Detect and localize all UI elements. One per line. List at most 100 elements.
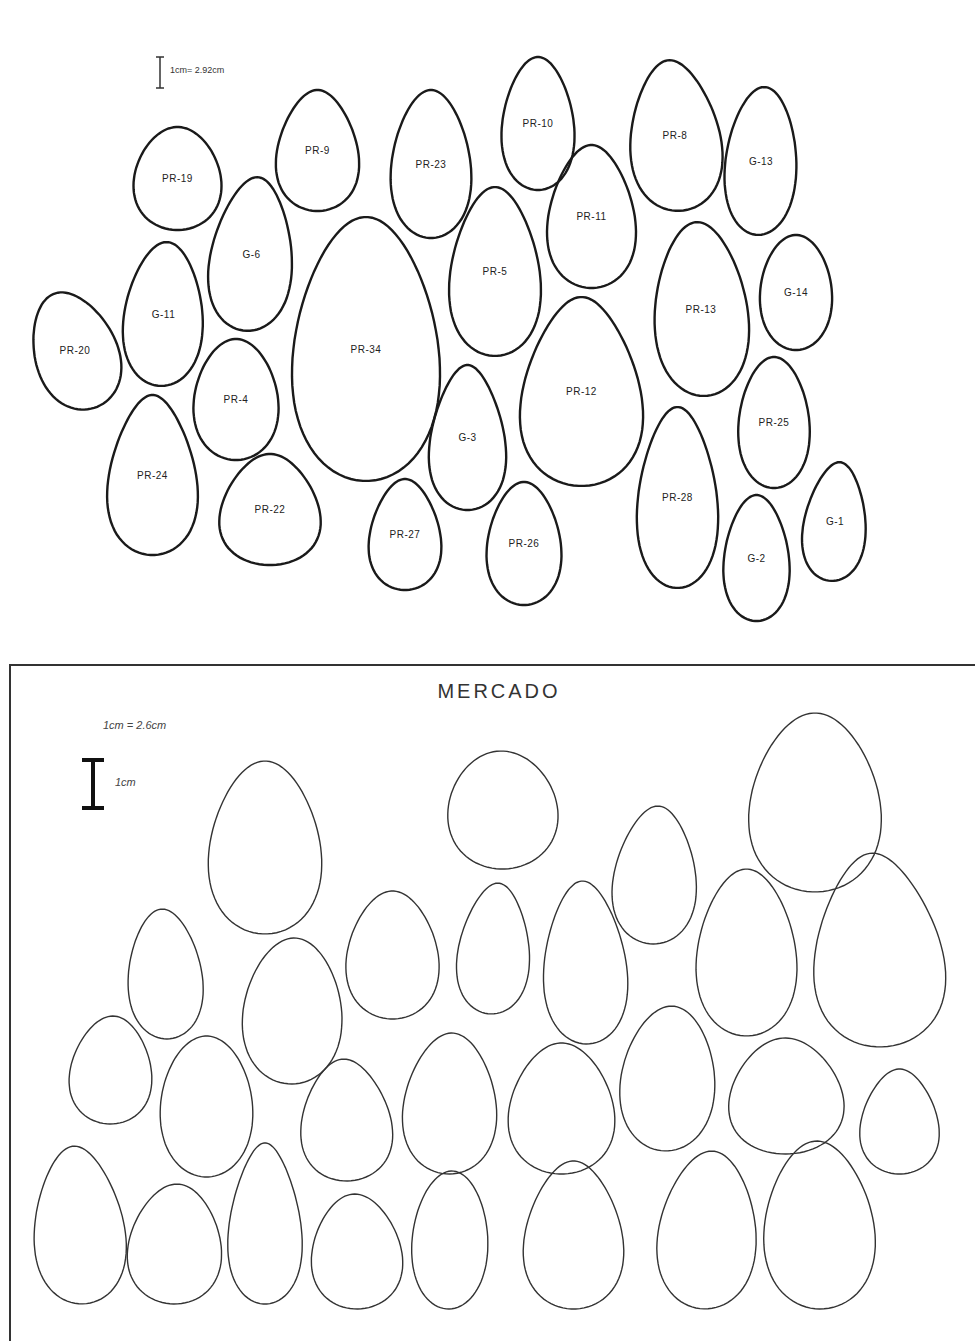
- seed-outline: PR-5: [445, 185, 545, 358]
- sample-code: PR-20: [60, 345, 91, 356]
- seed-outline: [523, 1161, 624, 1309]
- seed-outline: PR-25: [735, 355, 813, 490]
- seed-outline: [242, 938, 342, 1084]
- seed-outline: [228, 1143, 302, 1304]
- seed-outline: G-6: [206, 175, 297, 333]
- sample-code: PR-26: [509, 538, 540, 549]
- sample-code: PR-11: [576, 211, 606, 222]
- seed-outline: PR-20: [30, 288, 120, 413]
- seed-outline: [814, 853, 946, 1047]
- outline-path: [219, 454, 320, 565]
- outline-path: [208, 177, 292, 331]
- outline-path: [760, 235, 832, 350]
- sample-code: PR-24: [137, 470, 168, 481]
- seed-outline: PR-11: [543, 143, 640, 290]
- seed-outline: [620, 1006, 715, 1151]
- outline-path: [292, 217, 440, 481]
- seed-outline: [544, 881, 628, 1044]
- seed-outline: G-3: [425, 363, 510, 512]
- seed-outline: PR-28: [633, 405, 722, 590]
- seed-outline: G-1: [800, 460, 870, 583]
- sample-code: G-1: [826, 516, 844, 527]
- sample-code: G-3: [458, 432, 476, 443]
- scale-label: 1cm: [115, 776, 136, 788]
- sample-code: PR-4: [224, 394, 249, 405]
- sample-code: PR-22: [255, 504, 286, 515]
- outline-path: [391, 90, 472, 238]
- seed-outline: [448, 751, 558, 869]
- sample-code: G-11: [152, 309, 176, 320]
- seed-outline: [402, 1033, 496, 1174]
- seed-outline: PR-22: [215, 452, 325, 567]
- outline-path: [547, 145, 636, 288]
- outline-path: [369, 479, 442, 590]
- outline-path: [33, 292, 121, 409]
- outline-path: [276, 90, 359, 211]
- seed-outline: PR-19: [130, 125, 225, 232]
- seed-outline: [346, 891, 439, 1019]
- seed-outline: [612, 806, 696, 944]
- sample-code: PR-23: [416, 159, 447, 170]
- outline-path: [520, 297, 643, 486]
- seed-outline: [160, 1036, 253, 1177]
- sample-code: PR-13: [686, 304, 717, 315]
- sample-code: G-2: [747, 553, 765, 564]
- sample-code: PR-12: [566, 386, 597, 397]
- seed-outline: [69, 1016, 152, 1124]
- seed-outline: [764, 1141, 876, 1309]
- outline-path: [738, 357, 810, 488]
- outline-path: [655, 222, 750, 396]
- seed-outline: [128, 909, 203, 1039]
- seed-outline: [508, 1043, 615, 1174]
- sample-code: PR-19: [162, 173, 193, 184]
- seed-outline: PR-23: [387, 88, 475, 240]
- outline-path: [725, 87, 797, 235]
- seed-outline: [457, 883, 530, 1014]
- outline-path: [723, 495, 789, 621]
- sample-code: G-13: [749, 156, 773, 167]
- sample-code: G-14: [784, 287, 808, 298]
- seed-outline: [208, 761, 321, 934]
- seed-outline: PR-27: [365, 477, 445, 592]
- sample-code: PR-27: [390, 529, 421, 540]
- seed-outline: PR-24: [103, 393, 202, 557]
- outline-path: [123, 242, 203, 386]
- seed-outline: PR-26: [483, 480, 565, 607]
- seed-outline: [311, 1194, 402, 1309]
- seed-outline: PR-12: [515, 295, 648, 488]
- seed-outline: PR-34: [287, 215, 445, 483]
- sample-code: G-6: [242, 249, 260, 260]
- seed-outline: [860, 1069, 939, 1174]
- outline-path: [630, 60, 722, 211]
- seed-outline: [412, 1171, 488, 1309]
- seed-outline: [657, 1151, 756, 1309]
- market-seeds: [34, 713, 946, 1309]
- seed-outline: G-13: [722, 85, 800, 237]
- sample-code: PR-25: [759, 417, 790, 428]
- seed-outline: PR-9: [272, 88, 363, 213]
- panel-border: [10, 665, 975, 1341]
- sample-code: PR-28: [662, 492, 693, 503]
- seed-outline: [729, 1038, 844, 1154]
- seed-outline: PR-10: [498, 55, 578, 192]
- scale-bar: [156, 57, 164, 88]
- outline-path: [193, 339, 278, 460]
- scale-bar: [82, 760, 104, 808]
- panel-title: MERCADO: [437, 680, 560, 703]
- seed-outline: [34, 1146, 126, 1304]
- outline-path: [107, 395, 198, 555]
- seed-outline: PR-4: [190, 337, 282, 462]
- sample-code: PR-9: [305, 145, 330, 156]
- outline-path: [134, 127, 222, 230]
- seed-outline: G-11: [120, 240, 207, 388]
- outline-path: [429, 365, 506, 510]
- outline-path: [802, 462, 866, 581]
- outline-path: [637, 407, 718, 588]
- seed-outline: PR-8: [625, 58, 725, 213]
- scale-label: 1cm= 2.92cm: [170, 65, 224, 75]
- seed-outline: [301, 1059, 393, 1181]
- seed-outline: G-2: [720, 493, 793, 623]
- sample-code: PR-5: [483, 266, 508, 277]
- sample-code: PR-8: [663, 130, 688, 141]
